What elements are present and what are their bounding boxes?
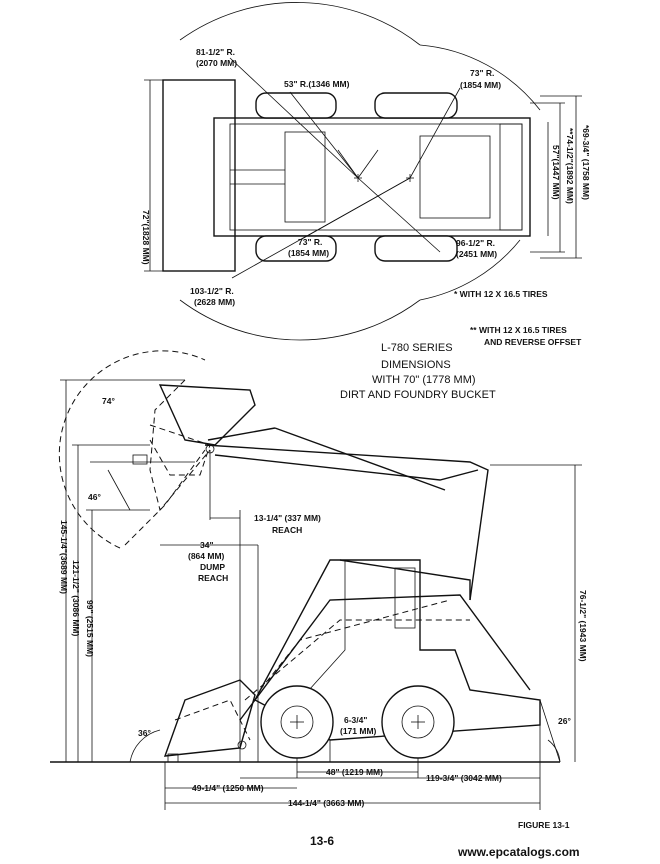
title-series: L-780 SERIES — [381, 342, 453, 354]
dim-wheelbase: 48" (1219 MM) — [326, 767, 383, 777]
dim-w72: 72"(1828 MM) — [141, 210, 151, 265]
watermark: www.epcatalogs.com — [457, 845, 580, 859]
tire-front-left — [255, 92, 337, 119]
dim-dump: 34" — [200, 540, 214, 550]
dim-r81-mm: (2070 MM) — [196, 58, 237, 68]
dim-r73-bot-mm: (1854 MM) — [288, 248, 329, 258]
frame-top — [213, 117, 531, 237]
bucket-top — [162, 79, 236, 272]
dim-w74: **74-1/2"(1892 MM) — [565, 128, 575, 204]
dim-w69: *69-3/4" (1758 MM) — [581, 125, 591, 200]
dim-h121: 121-1/2" (3086 MM) — [71, 560, 81, 636]
dim-clearance: 6-3/4" — [344, 715, 367, 725]
lift-arm-lowered — [239, 594, 531, 721]
lift-arm-raised — [204, 444, 489, 601]
dim-reach-label: REACH — [272, 525, 302, 535]
note-reverse-offset: AND REVERSE OFFSET — [484, 337, 582, 347]
tire-rear-right — [374, 235, 458, 262]
dim-a36: 36° — [138, 728, 151, 738]
dim-r96-mm: (2451 MM) — [456, 249, 497, 259]
title-bucket-size: WITH 70" (1778 MM) — [372, 374, 476, 386]
dim-l144: 144-1/4" (3663 MM) — [288, 798, 364, 808]
dim-r73-top: 73" R. — [470, 68, 494, 78]
dim-a74: 74° — [102, 396, 115, 406]
dim-a26: 26° — [558, 716, 571, 726]
dim-clearance-mm: (171 MM) — [340, 726, 377, 736]
title-bucket-type: DIRT AND FOUNDRY BUCKET — [340, 389, 496, 401]
dim-r81: 81-1/2" R. — [196, 47, 235, 57]
dim-r96: 96-1/2" R. — [456, 238, 495, 248]
side-view: 74° 46° 13-1/4" (337 MM) REACH 34" (864 … — [50, 350, 588, 810]
dim-dump-reach-label: REACH — [198, 573, 228, 583]
bucket-raised — [158, 384, 256, 446]
figure-label: FIGURE 13-1 — [518, 820, 570, 830]
tire-rear-left — [374, 92, 458, 119]
dim-r73-top-mm: (1854 MM) — [460, 80, 501, 90]
dim-a46: 46° — [88, 492, 101, 502]
dim-h145: 145-1/4"(3689 MM) — [59, 520, 69, 594]
dim-r53: 53" R.(1346 MM) — [284, 79, 350, 89]
note-tires-offset: ** WITH 12 X 16.5 TIRES — [470, 325, 567, 335]
dim-r103-mm: (2628 MM) — [194, 297, 235, 307]
page-number: 13-6 — [310, 834, 334, 848]
diagram-title: L-780 SERIES DIMENSIONS WITH 70" (1778 M… — [340, 342, 496, 401]
dim-r103: 103-1/2" R. — [190, 286, 234, 296]
note-tires: * WITH 12 X 16.5 TIRES — [454, 289, 548, 299]
dim-r73-bot: 73" R. — [298, 237, 322, 247]
top-view: 81-1/2" R. (2070 MM) 53" R.(1346 MM) 73"… — [141, 2, 591, 347]
dim-l49: 49-1/4" (1250 MM) — [192, 783, 264, 793]
dim-l119: 119-3/4" (3042 MM) — [426, 773, 502, 783]
dim-dump-label: DUMP — [200, 562, 225, 572]
dim-w57: 57"(1447 MM) — [551, 145, 561, 200]
title-dimensions: DIMENSIONS — [381, 359, 451, 371]
dim-h99: 99" (2515 MM) — [85, 600, 95, 657]
dim-reach: 13-1/4" (337 MM) — [254, 513, 321, 523]
bucket-lowered — [163, 679, 256, 757]
dim-dump-mm: (864 MM) — [188, 551, 225, 561]
dim-h76: 76-1/2" (1943 MM) — [578, 590, 588, 662]
tire-front-right — [255, 235, 337, 262]
